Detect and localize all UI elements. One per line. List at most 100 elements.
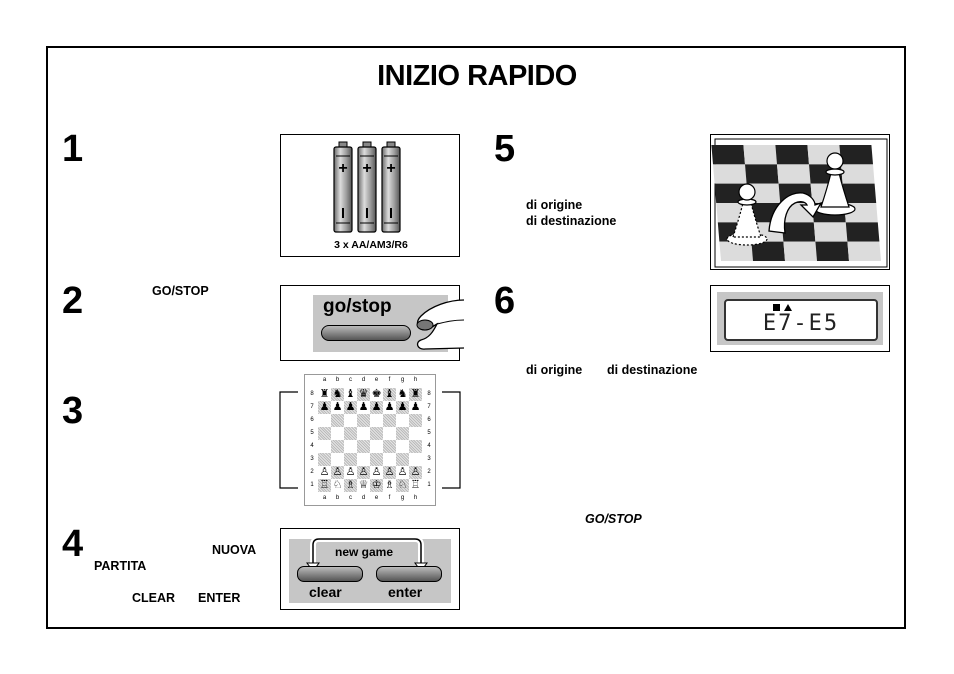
board-brackets [279, 391, 461, 489]
board-square [745, 164, 779, 184]
board-square: ♟ [344, 401, 357, 414]
board-file-label: h [413, 495, 418, 501]
board-square: ♝ [344, 388, 357, 401]
step-4-text-clear: CLEAR [132, 591, 176, 605]
lcd-display-text: E7-E5 [762, 311, 840, 336]
board-square: ♞ [331, 388, 344, 401]
board-square: ♟ [357, 401, 370, 414]
board-rank-label: 8 [310, 391, 314, 397]
board-square: ♙ [396, 466, 409, 479]
board-square [357, 427, 370, 440]
board-square [383, 414, 396, 427]
board-square: ♖ [318, 479, 331, 492]
board-square [357, 414, 370, 427]
svg-text:+: + [338, 160, 347, 177]
go-stop-image: go/stop [280, 285, 465, 361]
board-square [751, 241, 785, 261]
step-2-text: GO/STOP [152, 284, 209, 298]
board-square [318, 414, 331, 427]
board-square [370, 414, 383, 427]
board-square [396, 440, 409, 453]
board-square [783, 241, 817, 261]
board-rank-label: 6 [427, 417, 431, 423]
board-file-label: d [361, 377, 366, 383]
board-rank-label: 4 [427, 443, 431, 449]
board-square [713, 164, 747, 184]
board-square [409, 414, 422, 427]
page-title: INIZIO RAPIDO [377, 60, 577, 92]
board-square: ♖ [409, 479, 422, 492]
step-5-text-destinazione: di destinazione [526, 214, 617, 228]
board-rank-label: 5 [427, 430, 431, 436]
board-file-label: g [400, 377, 405, 383]
board-square: ♟ [396, 401, 409, 414]
board-file-label: f [388, 377, 391, 383]
board-square: ♙ [370, 466, 383, 479]
move-image [710, 134, 890, 270]
board-square: ♟ [318, 401, 331, 414]
board-file-label: d [361, 495, 366, 501]
step-4-text-partita: PARTITA [94, 559, 147, 573]
clear-key-label: clear [309, 584, 342, 600]
board-square [383, 440, 396, 453]
board-rank-label: 8 [427, 391, 431, 397]
board-square [331, 427, 344, 440]
board-square [344, 440, 357, 453]
step-4-number: 4 [62, 523, 84, 565]
board-square [357, 440, 370, 453]
board-square: ♝ [383, 388, 396, 401]
board-file-label: c [349, 377, 352, 383]
board-square: ♙ [383, 466, 396, 479]
board-square [746, 183, 781, 203]
batteries-image: + 3 x AA/AM3/R6 [280, 134, 460, 257]
board-square: ♟ [383, 401, 396, 414]
board-square: ♜ [409, 388, 422, 401]
step-5-number: 5 [494, 128, 516, 170]
go-stop-key [321, 325, 411, 341]
board-rank-label: 3 [427, 456, 431, 462]
board-square [409, 453, 422, 466]
board-square [370, 427, 383, 440]
board-square [839, 145, 873, 165]
finger-press-icon [416, 299, 465, 350]
board-square [842, 183, 877, 203]
board-square [396, 453, 409, 466]
board-square [845, 222, 880, 242]
board-square [318, 440, 331, 453]
board-square [396, 427, 409, 440]
board-square: ♙ [344, 466, 357, 479]
step-6-text-destinazione: di destinazione [607, 363, 698, 377]
board-square [344, 427, 357, 440]
board-square: ♙ [357, 466, 370, 479]
board-file-label: g [400, 495, 405, 501]
board-square [331, 453, 344, 466]
board-rank-label: 2 [427, 469, 431, 475]
battery-icon: + [333, 141, 401, 233]
board-rank-label: 2 [310, 469, 314, 475]
board-rank-label: 7 [310, 404, 314, 410]
board-square [719, 241, 753, 261]
move-illustration [711, 138, 888, 268]
new-game-image: new game clear enter [280, 528, 460, 610]
clear-key [297, 566, 363, 582]
board-square [813, 222, 848, 242]
board-square: ♙ [331, 466, 344, 479]
go-stop-label: go/stop [323, 296, 392, 317]
step-1-number: 1 [62, 128, 84, 170]
board-file-label: c [349, 495, 352, 501]
board-file-label: b [335, 495, 340, 501]
board-file-label: h [413, 377, 418, 383]
move-arrow-icon [768, 192, 823, 234]
board-rank-label: 1 [310, 482, 314, 488]
board-square [841, 164, 875, 184]
enter-key-label: enter [388, 584, 423, 600]
lcd-display-icon [724, 299, 878, 341]
board-square [777, 164, 811, 184]
board-rank-label: 4 [310, 443, 314, 449]
board-square [344, 453, 357, 466]
step-3-number: 3 [62, 390, 84, 432]
step-6-text-origine: di origine [526, 363, 583, 377]
board-square [815, 241, 849, 261]
step-6-number: 6 [494, 280, 516, 322]
board-rank-label: 1 [427, 482, 431, 488]
